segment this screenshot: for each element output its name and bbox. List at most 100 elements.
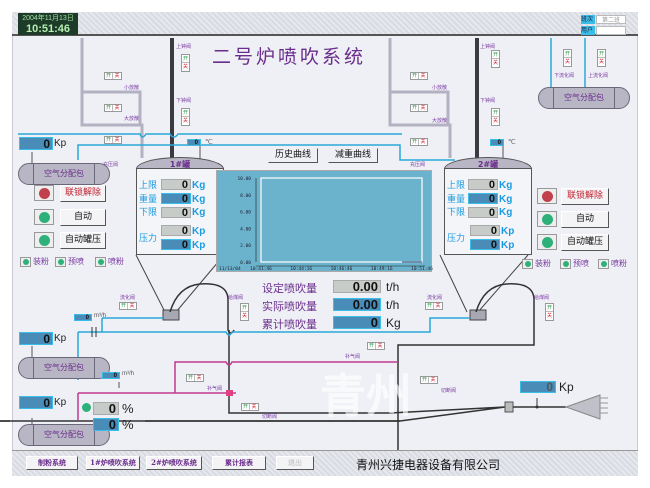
x-tick-label: 10:41:46 (250, 266, 272, 272)
tank1-upper-limit-readout[interactable]: 0 (161, 179, 191, 191)
close-button[interactable]: 关 (435, 303, 441, 309)
open-button[interactable]: 开 (564, 51, 571, 58)
lower-fluid-valve-toggle[interactable]: 开关 (563, 49, 572, 67)
open-button[interactable]: 开 (187, 375, 195, 381)
tank2-lower-limit-label: 下限 (447, 208, 466, 218)
open-button[interactable]: 开 (411, 139, 419, 145)
tank1-lower-limit-readout[interactable]: 0 (161, 207, 191, 219)
interlock-release-button[interactable]: 联锁解除 (60, 185, 106, 202)
auto-pressurize-button[interactable]: 自动罐压 (60, 232, 106, 249)
close-button[interactable]: 关 (420, 73, 426, 79)
small-vent-valve-left-toggle[interactable]: 开关 (104, 72, 122, 80)
close-button[interactable]: 关 (129, 303, 135, 309)
upper-fluid-valve-toggle[interactable]: 开关 (597, 49, 606, 67)
open-button[interactable]: 开 (492, 110, 499, 117)
pre-spray-indicator: 预喷 (55, 256, 84, 267)
open-button[interactable]: 开 (120, 303, 128, 309)
weight-loss-curve-button[interactable]: 减重曲线 (328, 148, 378, 163)
close-button[interactable]: 关 (492, 118, 498, 124)
fluid-valve-left-toggle[interactable]: 开关 (119, 302, 137, 310)
lower-clock-valve-right-toggle[interactable]: 开关 (491, 108, 500, 126)
close-button[interactable]: 关 (196, 375, 202, 381)
open-button[interactable]: 开 (546, 305, 553, 312)
user-field[interactable] (596, 26, 626, 35)
open-button[interactable]: 开 (242, 404, 250, 410)
nav-furnace2-system[interactable]: 2#炉喷吹系统 (146, 456, 202, 470)
close-button[interactable]: 关 (377, 343, 383, 349)
set-flow-readout[interactable]: 0.00 (333, 280, 381, 293)
clock: 2004年11月13日 10:51:46 (18, 13, 78, 35)
flow1-unit: m³/h (94, 313, 106, 319)
cutoff-label-right: 切断阀 (441, 388, 457, 394)
open-button[interactable]: 开 (421, 377, 429, 383)
close-button[interactable]: 关 (114, 137, 120, 143)
close-button[interactable]: 关 (251, 404, 257, 410)
cutoff-valve-right-toggle[interactable]: 开关 (420, 376, 438, 384)
close-button[interactable]: 关 (182, 64, 188, 70)
close-button[interactable]: 关 (420, 139, 426, 145)
open-button[interactable]: 开 (598, 51, 605, 58)
open-button[interactable]: 开 (241, 305, 248, 312)
close-button[interactable]: 关 (420, 105, 426, 111)
open-button[interactable]: 开 (411, 73, 419, 79)
tank1-pressure-set-readout[interactable]: 0 (161, 225, 191, 237)
tank2-pressure-label: 压力 (447, 234, 466, 244)
tank2-weight-unit: Kg (499, 194, 513, 205)
supplement-valve-toggle[interactable]: 开关 (186, 374, 204, 382)
nav-cumulative-report[interactable]: 累计报表 (212, 456, 266, 470)
nav-furnace1-system[interactable]: 1#炉喷吹系统 (86, 456, 140, 470)
close-button[interactable]: 关 (564, 59, 570, 65)
lower-clock-valve-left-toggle[interactable]: 开关 (181, 108, 190, 126)
batch-field[interactable]: 第二班 (596, 15, 626, 24)
supplement-valve-right-toggle[interactable]: 开关 (367, 342, 385, 350)
total-flow-unit: Kg (386, 316, 401, 330)
big-vent-valve-right-toggle[interactable]: 开关 (410, 104, 428, 112)
open-button[interactable]: 开 (182, 110, 189, 117)
air-distribution-pack-top-right: 空气分配包 (538, 87, 630, 109)
open-button[interactable]: 开 (105, 73, 113, 79)
small-vent-valve-right-toggle[interactable]: 开关 (410, 72, 428, 80)
fluid-valve-right-toggle[interactable]: 开关 (425, 302, 443, 310)
auto-button-right[interactable]: 自动 (561, 211, 609, 228)
y-tick-label: 10.00 (237, 176, 251, 182)
auto-pressurize-button-right[interactable]: 自动罐压 (561, 234, 609, 251)
feed-valve-left-toggle[interactable]: 开关 (240, 303, 249, 321)
close-button[interactable]: 关 (114, 105, 120, 111)
close-button[interactable]: 关 (546, 313, 552, 319)
tank2-lower-limit-readout[interactable]: 0 (468, 207, 498, 219)
close-button[interactable]: 关 (492, 60, 498, 66)
valve-open-pct-readout[interactable]: 0 (93, 402, 119, 415)
open-button[interactable]: 开 (105, 105, 113, 111)
close-button[interactable]: 关 (598, 59, 604, 65)
lower-clock-label-left: 下钟阀 (176, 98, 192, 104)
y-tick-label: 2.00 (240, 243, 251, 249)
feed-valve-right-toggle[interactable]: 开关 (545, 303, 554, 321)
tank2-upper-limit-readout[interactable]: 0 (468, 179, 498, 191)
upper-clock-valve-right-toggle[interactable]: 开关 (491, 50, 500, 68)
open-button[interactable]: 开 (182, 56, 189, 63)
pre-spray-indicator-right: 预喷 (560, 258, 589, 269)
open-button[interactable]: 开 (411, 105, 419, 111)
tank2-pressure-set-readout[interactable]: 0 (470, 225, 500, 237)
auto-button[interactable]: 自动 (60, 209, 106, 226)
pressurize-valve-left-toggle[interactable]: 开关 (104, 136, 122, 144)
history-curve-button[interactable]: 历史曲线 (268, 148, 318, 163)
close-button[interactable]: 关 (182, 118, 188, 124)
upper-clock-valve-left-toggle[interactable]: 开关 (181, 54, 190, 72)
close-button[interactable]: 关 (430, 377, 436, 383)
nav-exit[interactable]: 退出 (276, 456, 314, 470)
open-button[interactable]: 开 (492, 52, 499, 59)
nav-powder-system[interactable]: 制粉系统 (26, 456, 78, 470)
cutoff-valve-toggle[interactable]: 开关 (241, 403, 259, 411)
regulator-valve-icon[interactable] (82, 403, 91, 412)
open-button[interactable]: 开 (105, 137, 113, 143)
interlock-release-button-right[interactable]: 联锁解除 (561, 188, 609, 205)
close-button[interactable]: 关 (241, 313, 247, 319)
open-button[interactable]: 开 (368, 343, 376, 349)
open-button[interactable]: 开 (426, 303, 434, 309)
supplement-label: 补气阀 (345, 354, 361, 360)
pressurize-valve-right-toggle[interactable]: 开关 (410, 138, 428, 146)
big-vent-valve-left-toggle[interactable]: 开关 (104, 104, 122, 112)
close-button[interactable]: 关 (114, 73, 120, 79)
tank2-temp-readout: 0 (490, 139, 504, 146)
